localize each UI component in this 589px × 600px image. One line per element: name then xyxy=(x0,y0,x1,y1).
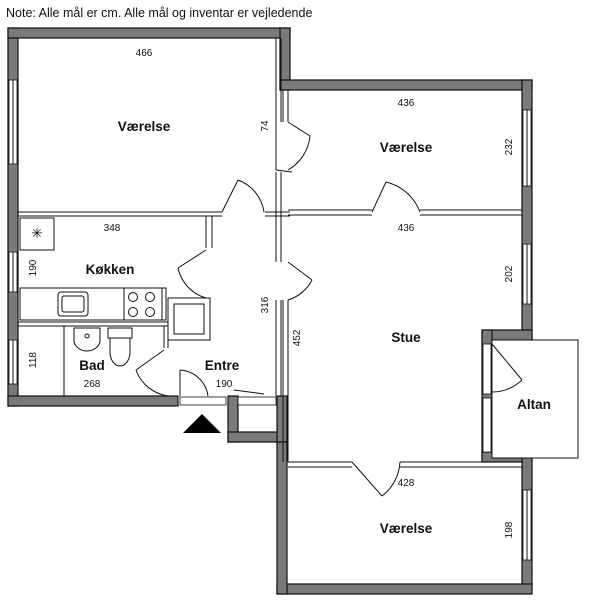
dim-bad-depth: 118 xyxy=(28,352,39,368)
windows xyxy=(8,79,532,561)
dim-vaerelse-s-width: 428 xyxy=(398,478,415,489)
basin xyxy=(73,327,101,352)
kitchen-fixtures: ✳ xyxy=(19,217,167,321)
entrance-arrow xyxy=(183,414,221,433)
dim-vaerelse-s-depth: 198 xyxy=(504,521,515,538)
window-entre xyxy=(179,396,227,406)
dim-koekken-width: 348 xyxy=(104,223,121,234)
label-bad: Bad xyxy=(79,358,105,373)
dim-stue-depth-right: 202 xyxy=(504,265,515,282)
dimension-labels: 466 74 436 232 436 202 452 348 190 316 1… xyxy=(28,48,515,538)
wall-north-ne xyxy=(279,79,533,91)
dim-vaerelse-ne-depth: 232 xyxy=(504,138,515,155)
balcony-outline xyxy=(491,339,579,459)
label-entre: Entre xyxy=(205,358,240,373)
window-balcony-door xyxy=(482,343,492,395)
dim-vaerelse-ne-width: 436 xyxy=(398,98,415,109)
label-vaerelse-nw: Værelse xyxy=(118,119,171,134)
label-vaerelse-ne: Værelse xyxy=(380,140,433,155)
dim-entre-depth: 316 xyxy=(260,296,271,313)
wall-south-room-west xyxy=(276,439,288,595)
dim-vaerelse-nw-depth: 74 xyxy=(260,120,271,132)
room-labels: Værelse Værelse Køkken Bad Entre Stue Al… xyxy=(79,119,551,536)
sink xyxy=(57,291,89,317)
star-icon: ✳ xyxy=(31,225,43,241)
toilet-tank xyxy=(107,327,133,339)
label-altan: Altan xyxy=(517,397,551,412)
dim-koekken-depth: 190 xyxy=(28,259,39,276)
doors xyxy=(135,121,523,497)
label-koekken: Køkken xyxy=(86,262,135,277)
wall-north-nw xyxy=(7,27,291,39)
window-balcony xyxy=(482,397,492,453)
label-vaerelse-s: Værelse xyxy=(380,521,433,536)
interior-walls xyxy=(18,38,522,468)
dim-bad-width: 268 xyxy=(84,379,101,390)
shaft-box xyxy=(167,297,211,341)
plan-note: Note: Alle mål er cm. Alle mål og invent… xyxy=(6,6,313,20)
bath-fixtures xyxy=(73,327,133,367)
toilet xyxy=(109,337,131,367)
wall-south xyxy=(276,583,533,595)
stove xyxy=(123,287,163,321)
cupboard xyxy=(19,217,55,251)
kitchen-counter xyxy=(19,287,167,321)
dim-stue-depth-left: 452 xyxy=(292,329,303,346)
dim-vaerelse-nw-width: 466 xyxy=(136,48,153,59)
dim-stue-width: 436 xyxy=(398,223,415,234)
label-stue: Stue xyxy=(391,330,421,345)
wall-entre-right xyxy=(276,395,288,443)
wall-south-bath xyxy=(7,395,179,407)
dim-entre-width: 190 xyxy=(216,379,233,390)
window-entre-right xyxy=(237,396,277,406)
